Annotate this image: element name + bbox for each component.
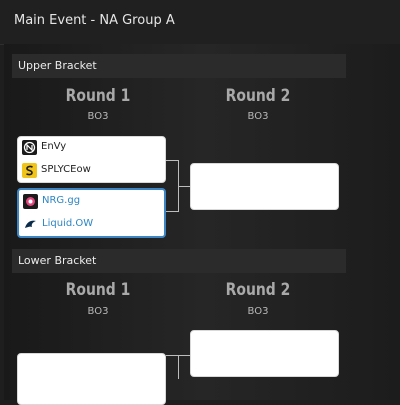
team-row[interactable]: Liquid.OW [19,214,164,236]
team-name-link[interactable]: Liquid.OW [42,218,94,229]
upper-round-2-match[interactable] [190,163,339,210]
lower-round-1-format: BO3 [87,306,109,317]
nrg-logo-icon [23,194,38,209]
team-name: EnVy [41,141,67,152]
envy-logo-icon [22,140,37,155]
page-title: Main Event - NA Group A [14,13,175,28]
team-row[interactable]: EnVy [18,137,165,159]
bracket-connector-line [178,186,190,187]
lower-round-2-format: BO3 [247,306,269,317]
upper-round-1-format: BO3 [87,111,109,122]
upper-match-1[interactable]: EnVy SPLYCEow [17,136,166,183]
upper-match-2[interactable]: NRG.gg Liquid.OW [17,188,166,238]
team-name: SPLYCEow [41,164,91,175]
bracket-connector-line [178,355,190,356]
upper-bracket-label: Upper Bracket [18,59,97,72]
lower-bracket-label: Lower Bracket [18,254,97,267]
upper-round-2-format: BO3 [247,111,269,122]
lower-round-1-match[interactable] [17,353,166,405]
upper-round-2-title: Round 2 [225,86,291,106]
team-row[interactable]: SPLYCEow [18,160,165,182]
lower-round-2-title: Round 2 [225,280,291,300]
upper-bracket-header: Upper Bracket [12,54,346,78]
splyce-logo-icon [22,163,37,178]
lower-bracket-header: Lower Bracket [12,249,346,273]
lower-round-1-title: Round 1 [65,280,131,300]
team-name-link[interactable]: NRG.gg [42,195,81,206]
lower-round-2-match[interactable] [190,330,339,377]
bracket-connector [166,355,179,379]
page-header: Main Event - NA Group A [0,0,400,45]
upper-round-1-title: Round 1 [65,86,131,106]
team-row[interactable]: NRG.gg [19,191,164,213]
liquid-logo-icon [23,217,38,232]
